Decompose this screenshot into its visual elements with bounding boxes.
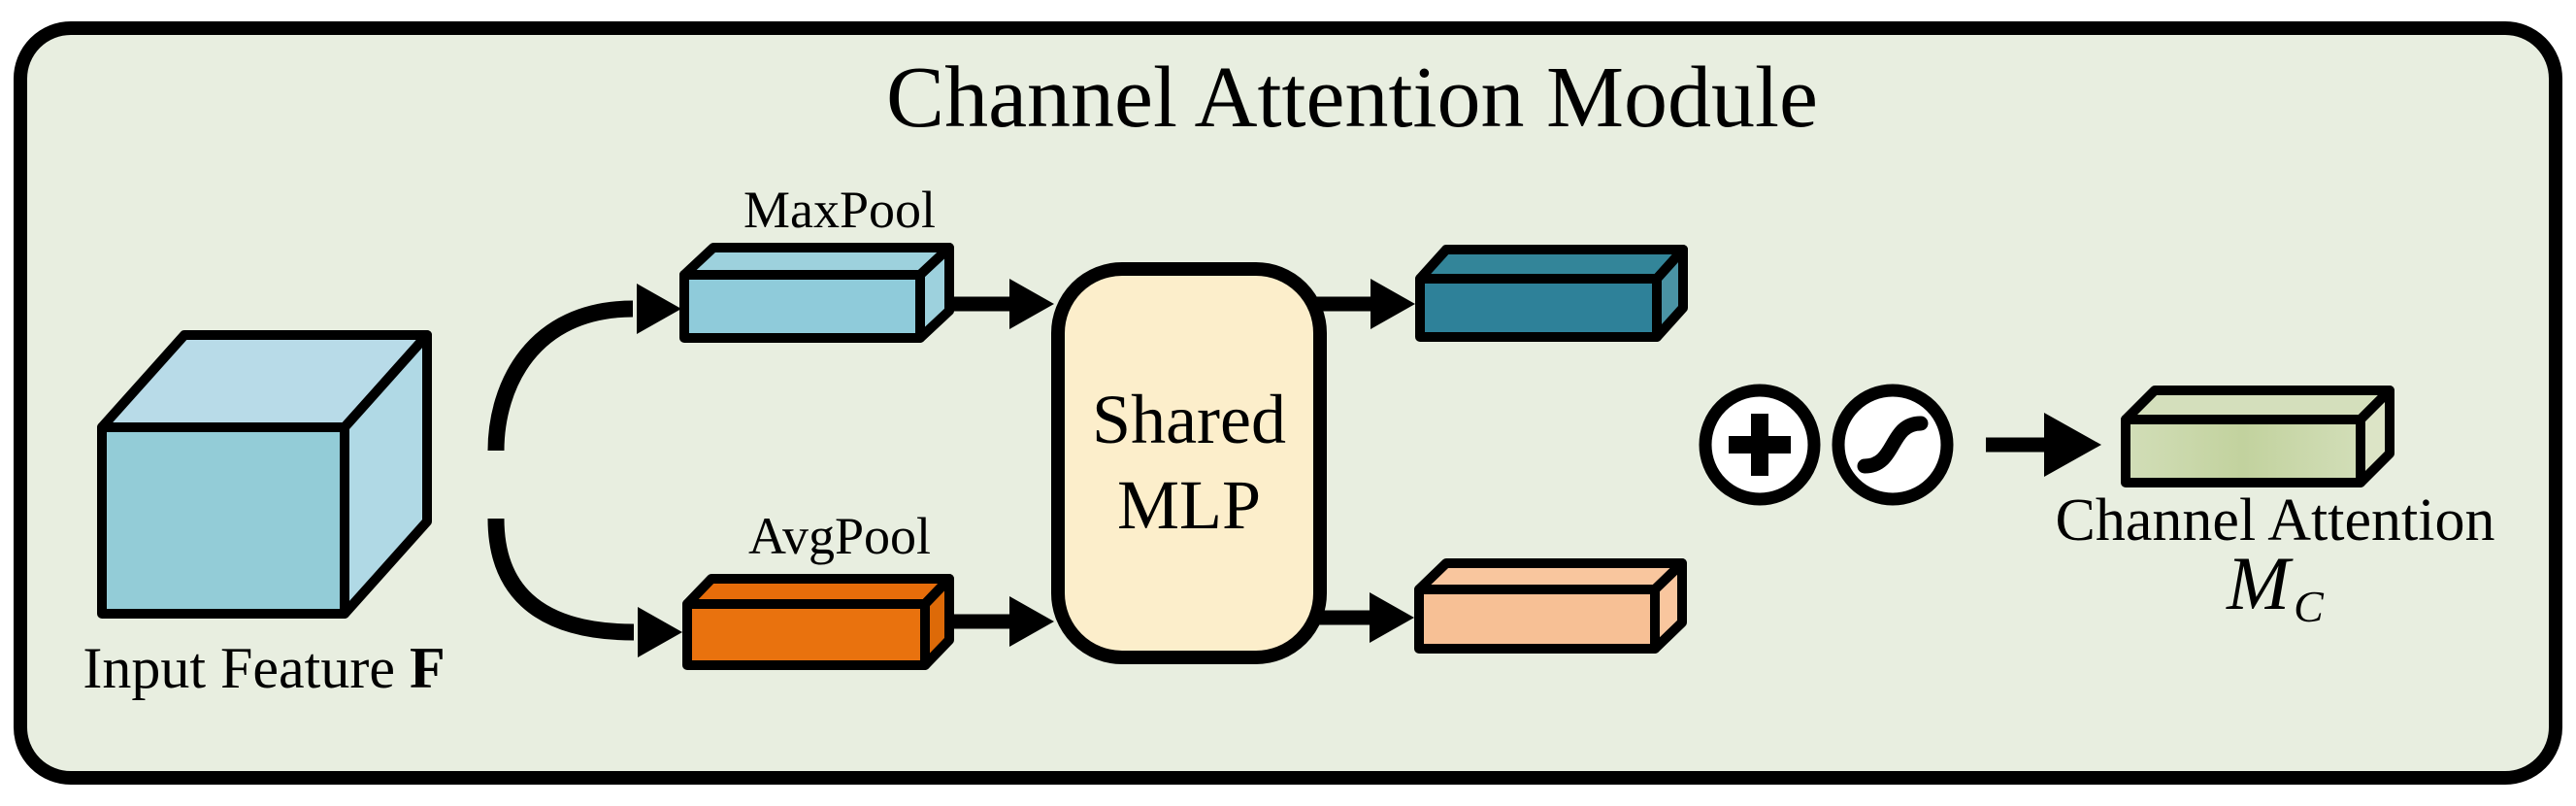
add-operator — [1699, 384, 1821, 506]
shared-mlp-label: Shared MLP — [1058, 269, 1320, 657]
avg-output-front-face — [1414, 585, 1660, 654]
curve-to-avgpool-arrowhead — [638, 607, 682, 657]
attention-output-front-face — [2121, 415, 2365, 487]
max-output-box — [1415, 245, 1688, 342]
maxpool-label: MaxPool — [743, 181, 937, 239]
sigmoid-to-attention-arrow — [1986, 413, 2101, 477]
mlp-to-max-output-arrow — [1312, 279, 1415, 329]
avgpool-to-mlp-arrowhead — [1009, 596, 1054, 647]
shared-mlp-label-line1: Shared — [1092, 381, 1286, 459]
sigmoid-to-attention-arrowhead — [2044, 413, 2101, 477]
input-feature-label-text: Input Feature — [83, 636, 395, 700]
figure-title: Channel Attention Module — [886, 50, 1818, 146]
add-icon — [1729, 414, 1791, 476]
channel-attention-symbol-subscript: C — [2294, 581, 2324, 631]
mlp-to-avg-output-arrow — [1312, 592, 1414, 643]
channel-attention-symbol: MC — [2032, 546, 2518, 629]
attention-output-box — [2121, 386, 2394, 487]
curve-to-avgpool-line — [487, 518, 635, 641]
curve-to-maxpool-arrowhead — [637, 284, 681, 334]
max-output-front-face — [1415, 274, 1662, 342]
cube-front-face — [97, 422, 349, 619]
avgpool-label: AvgPool — [747, 507, 932, 565]
avgpool-front-face — [682, 599, 930, 670]
mlp-to-max-output-arrowhead — [1371, 279, 1415, 329]
mlp-to-avg-output-arrowhead — [1370, 592, 1414, 643]
maxpool-front-face — [679, 270, 925, 343]
avg-output-box — [1414, 558, 1687, 654]
input-feature-cube — [97, 330, 432, 619]
curve-to-maxpool-arrow — [487, 284, 681, 452]
shared-mlp-box — [1051, 262, 1327, 664]
channel-attention-symbol-m: M — [2227, 541, 2291, 625]
shared-mlp-label-line2: MLP — [1116, 466, 1262, 544]
maxpool-to-mlp-arrow — [946, 279, 1054, 329]
avgpool-box — [682, 574, 954, 670]
curve-to-avgpool-arrow — [487, 518, 682, 657]
maxpool-box — [679, 243, 954, 343]
avgpool-to-mlp-arrow — [946, 596, 1054, 647]
maxpool-to-mlp-arrowhead — [1009, 279, 1054, 329]
curve-to-maxpool-line — [487, 300, 634, 452]
input-feature-symbol: F — [409, 636, 446, 700]
input-feature-label: Input Feature F — [70, 639, 458, 697]
sigmoid-operator — [1832, 384, 1954, 506]
channel-attention-label: Channel Attention — [2055, 487, 2495, 554]
sigmoid-icon — [1857, 416, 1929, 474]
